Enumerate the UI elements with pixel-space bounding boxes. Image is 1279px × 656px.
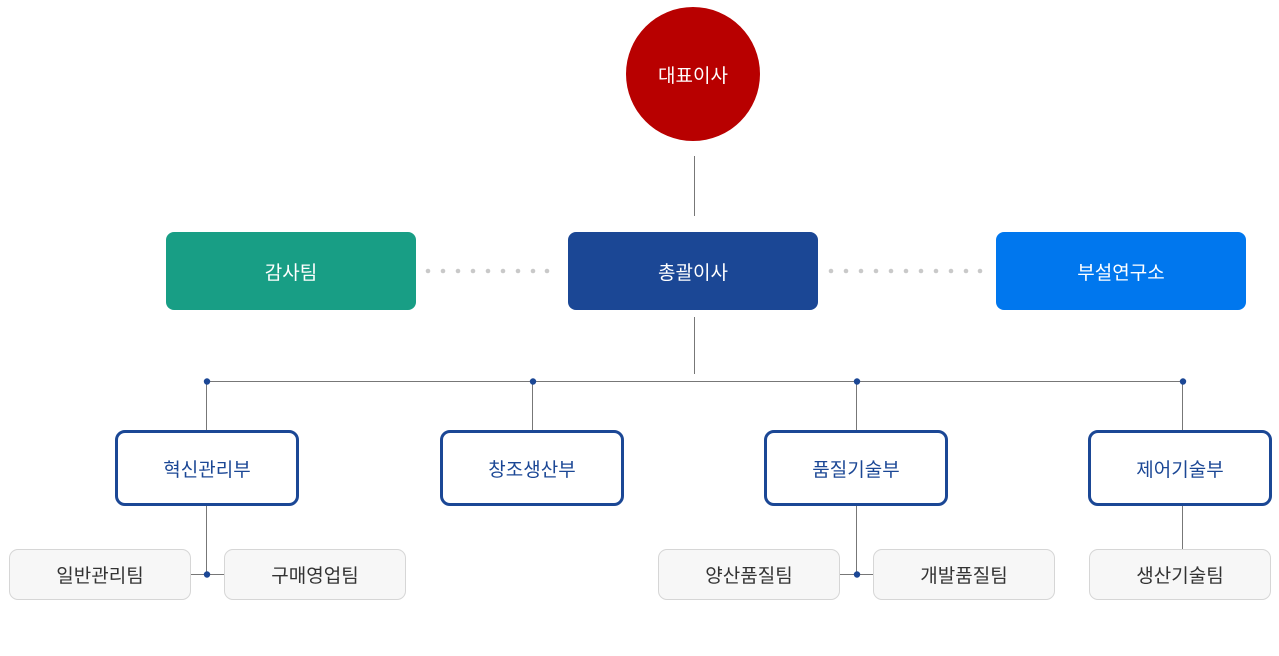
audit-team-label: 감사팀 <box>264 261 318 284</box>
junction-dot <box>1179 378 1187 385</box>
team-label: 구매영업팀 <box>271 565 359 587</box>
team-label: 생산기술팀 <box>1136 565 1224 587</box>
audit-team-node: 감사팀 <box>166 232 416 310</box>
ceo-label: 대표이사 <box>658 64 728 87</box>
junction-dot <box>853 571 861 578</box>
department-label: 혁신관리부 <box>163 458 251 481</box>
junction-dot <box>529 378 537 385</box>
team-production-quality: 양산품질팀 <box>658 549 840 600</box>
team-label: 양산품질팀 <box>705 565 793 587</box>
department-label: 제어기술부 <box>1136 458 1224 481</box>
general-director-label: 총괄이사 <box>658 261 728 284</box>
junction-dot <box>203 378 211 385</box>
department-label: 창조생산부 <box>488 458 576 481</box>
general-director-node: 총괄이사 <box>568 232 818 310</box>
research-lab-label: 부설연구소 <box>1077 261 1165 284</box>
dotted-link-audit <box>425 268 550 274</box>
department-creative-production: 창조생산부 <box>440 430 624 506</box>
department-control-technology: 제어기술부 <box>1088 430 1272 506</box>
junction-dot <box>203 571 211 578</box>
team-label: 일반관리팀 <box>56 565 144 587</box>
research-lab-node: 부설연구소 <box>996 232 1246 310</box>
junction-dot <box>853 378 861 385</box>
department-label: 품질기술부 <box>812 458 900 481</box>
ceo-node: 대표이사 <box>626 7 760 141</box>
team-general-management: 일반관리팀 <box>9 549 191 600</box>
department-innovation-management: 혁신관리부 <box>115 430 299 506</box>
team-development-quality: 개발품질팀 <box>873 549 1055 600</box>
team-production-technology: 생산기술팀 <box>1089 549 1271 600</box>
dotted-link-research <box>828 268 983 274</box>
department-quality-technology: 품질기술부 <box>764 430 948 506</box>
team-purchasing-sales: 구매영업팀 <box>224 549 406 600</box>
team-label: 개발품질팀 <box>920 565 1008 587</box>
